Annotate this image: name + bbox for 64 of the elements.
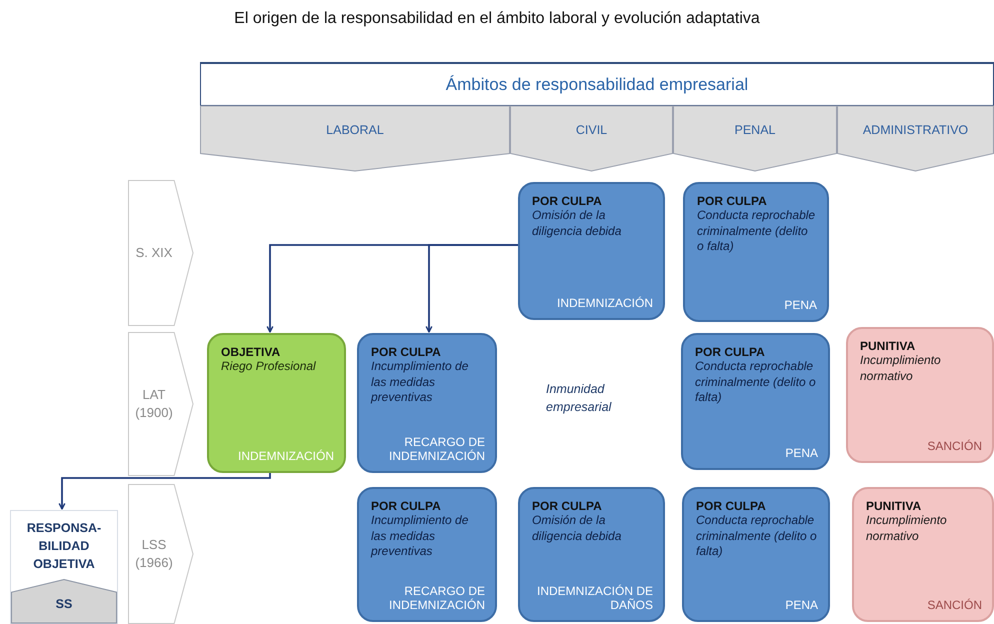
rounded-box (357, 487, 497, 622)
header-banner (200, 62, 994, 106)
pentagon-tab (11, 579, 117, 623)
card-title: RESPONSA- BILIDAD OBJETIVA (26, 520, 102, 574)
chevron-tab (673, 106, 837, 172)
box-description: Incumplimiento normativo (860, 353, 942, 384)
chevron-tab (128, 180, 194, 326)
diagram-title: El origen de la responsabilidad en el ámbito laboral y evolución adaptativa (233, 10, 761, 28)
rounded-box (518, 487, 665, 622)
label-card (10, 510, 118, 624)
box-footer: INDEMNIZACIÓN (221, 449, 334, 463)
rounded-box (846, 327, 994, 463)
box-footer: INDEMNIZACIÓN DE DAÑOS (532, 584, 653, 612)
box-description: Conducta reprochable criminalmente (delito o falta) (696, 513, 818, 560)
box-footer: INDEMNIZACIÓN (532, 296, 653, 310)
annotation-text: Inmunidad empresarial (546, 381, 612, 416)
box-description: Incumplimiento normativo (866, 513, 948, 544)
chevron-tab (837, 106, 994, 172)
column-label: PENAL (734, 123, 776, 137)
rounded-box (357, 333, 497, 473)
box-description: Conducta reprochable criminalmente (delito o falta) (695, 359, 817, 406)
arrow (426, 244, 518, 333)
chevron-tab (510, 106, 673, 172)
box-footer: RECARGO DE INDEMNIZACIÓN (371, 435, 485, 463)
rounded-box (207, 333, 346, 473)
box-heading: POR CULPA (697, 194, 768, 208)
box-heading: POR CULPA (371, 345, 442, 359)
box-footer: PENA (696, 598, 818, 612)
box-heading: POR CULPA (695, 345, 766, 359)
row-label: LSS (1966) (134, 538, 174, 570)
chevron-tab (128, 484, 194, 624)
rounded-box (682, 487, 830, 622)
box-heading: PUNITIVA (860, 339, 916, 353)
rounded-box (852, 487, 994, 622)
column-label: ADMINISTRATIVO (862, 123, 970, 137)
header-text: Ámbitos de responsabilidad empresarial (446, 74, 748, 94)
box-heading: POR CULPA (532, 194, 603, 208)
box-description: Incumplimiento de las medidas preventivas (371, 359, 470, 406)
box-footer: PENA (695, 446, 818, 460)
row-label: S. XIX (134, 244, 174, 262)
box-footer: PENA (697, 298, 817, 312)
chevron-tab (200, 106, 510, 172)
chevron-tab (128, 332, 194, 476)
box-footer: SANCIÓN (866, 598, 982, 612)
box-description: Conducta reprochable criminalmente (delito o falta) (697, 208, 816, 255)
box-description: Riego Profesional (221, 359, 317, 375)
box-heading: POR CULPA (696, 499, 767, 513)
box-description: Incumplimiento de las medidas preventivas (371, 513, 470, 560)
row-label: LAT (1900) (134, 388, 174, 420)
box-heading: POR CULPA (532, 499, 603, 513)
box-footer: RECARGO DE INDEMNIZACIÓN (371, 584, 485, 612)
box-heading: OBJETIVA (221, 345, 282, 359)
column-label: CIVIL (574, 123, 608, 137)
box-description: Omisión de la diligencia debida (532, 208, 622, 240)
arrow (58, 473, 271, 510)
rounded-box (683, 182, 829, 322)
box-heading: POR CULPA (371, 499, 442, 513)
column-label: LABORAL (325, 123, 385, 137)
rounded-box (681, 333, 830, 470)
box-footer: SANCIÓN (860, 439, 982, 453)
tab-label: SS (54, 597, 74, 611)
rounded-box (518, 182, 665, 320)
box-heading: PUNITIVA (866, 499, 922, 513)
box-description: Omisión de la diligencia debida (532, 513, 622, 544)
